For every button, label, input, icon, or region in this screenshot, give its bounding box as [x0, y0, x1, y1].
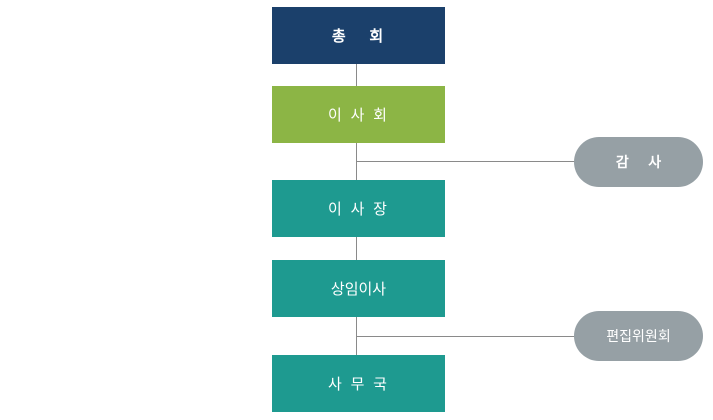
- connector-assembly-board: [356, 64, 357, 86]
- node-general-assembly: 총 회: [272, 7, 445, 64]
- connector-chairman-executive: [356, 237, 357, 260]
- node-editorial-committee: 편집위원회: [574, 311, 703, 361]
- node-executive-director: 상임이사: [272, 260, 445, 317]
- connector-branch-auditor: [356, 161, 576, 162]
- node-chairman: 이 사 장: [272, 180, 445, 237]
- node-board-of-directors: 이 사 회: [272, 86, 445, 143]
- node-auditor: 감 사: [574, 137, 703, 187]
- node-secretariat: 사 무 국: [272, 355, 445, 412]
- connector-branch-editorial: [356, 336, 576, 337]
